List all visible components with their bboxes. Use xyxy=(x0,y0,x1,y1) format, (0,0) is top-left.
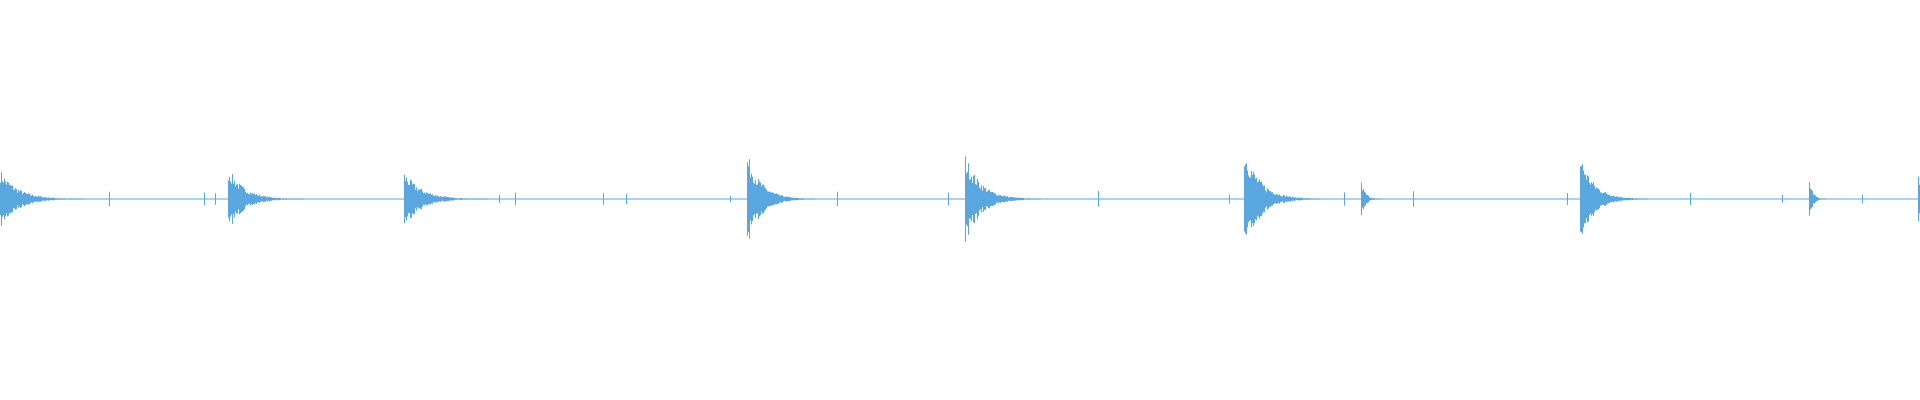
waveform-burst xyxy=(1918,176,1920,222)
waveform-burst-path xyxy=(1918,176,1920,222)
waveform-burst-path xyxy=(1361,182,1382,216)
waveform-burst-path xyxy=(228,174,304,224)
waveform-burst xyxy=(965,156,1041,242)
waveform-burst-path xyxy=(965,156,1041,242)
waveform-burst-path xyxy=(404,174,488,224)
waveform-burst xyxy=(1244,163,1320,235)
waveform-burst xyxy=(228,174,304,224)
waveform-burst xyxy=(1580,164,1648,234)
waveform-burst xyxy=(404,174,488,224)
waveform-burst-path xyxy=(747,159,815,239)
waveform-burst-path xyxy=(0,172,84,226)
waveform-peaks xyxy=(0,156,1920,242)
waveform-burst xyxy=(747,159,815,239)
waveform-burst xyxy=(0,172,84,226)
waveform-burst xyxy=(1809,182,1826,216)
waveform-burst-path xyxy=(1244,163,1320,235)
waveform-burst xyxy=(1361,182,1382,216)
waveform-burst-path xyxy=(1580,164,1648,234)
waveform-burst-path xyxy=(1809,182,1826,216)
